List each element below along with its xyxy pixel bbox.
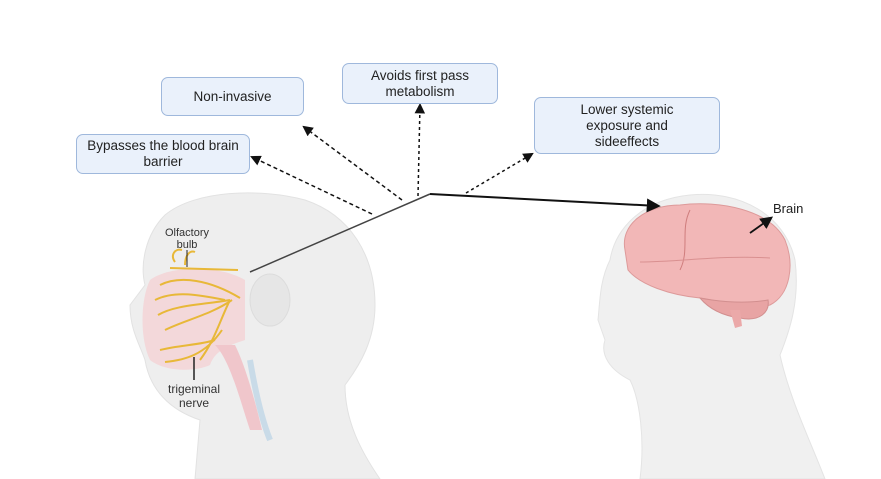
arrow-to-firstpass xyxy=(414,102,426,197)
left-head-silhouette xyxy=(129,192,381,479)
arrow-to-systemic xyxy=(465,152,534,194)
advantage-box-systemic: Lower systemic exposure and sideeffects xyxy=(534,97,720,154)
arrow-to-noninvasive xyxy=(302,125,403,201)
olfactory-nerve-network xyxy=(154,248,241,363)
brain-pointer-arrow xyxy=(749,216,774,234)
advantage-box-noninvasive: Non-invasive xyxy=(161,77,304,116)
olfactory-bulb-label: Olfactory bulb xyxy=(164,227,209,251)
advantage-box-firstpass: Avoids first pass metabolism xyxy=(342,63,498,104)
arrow-to-bbb xyxy=(250,155,373,215)
advantage-box-bbb: Bypasses the blood brain barrier xyxy=(76,134,250,174)
route-line-from-nose xyxy=(249,193,431,273)
route-line-to-brain xyxy=(429,193,661,213)
brain-label: Brain xyxy=(773,201,804,216)
trigeminal-nerve-label: trigeminal nerve xyxy=(167,382,221,410)
brain-illustration xyxy=(623,203,791,328)
